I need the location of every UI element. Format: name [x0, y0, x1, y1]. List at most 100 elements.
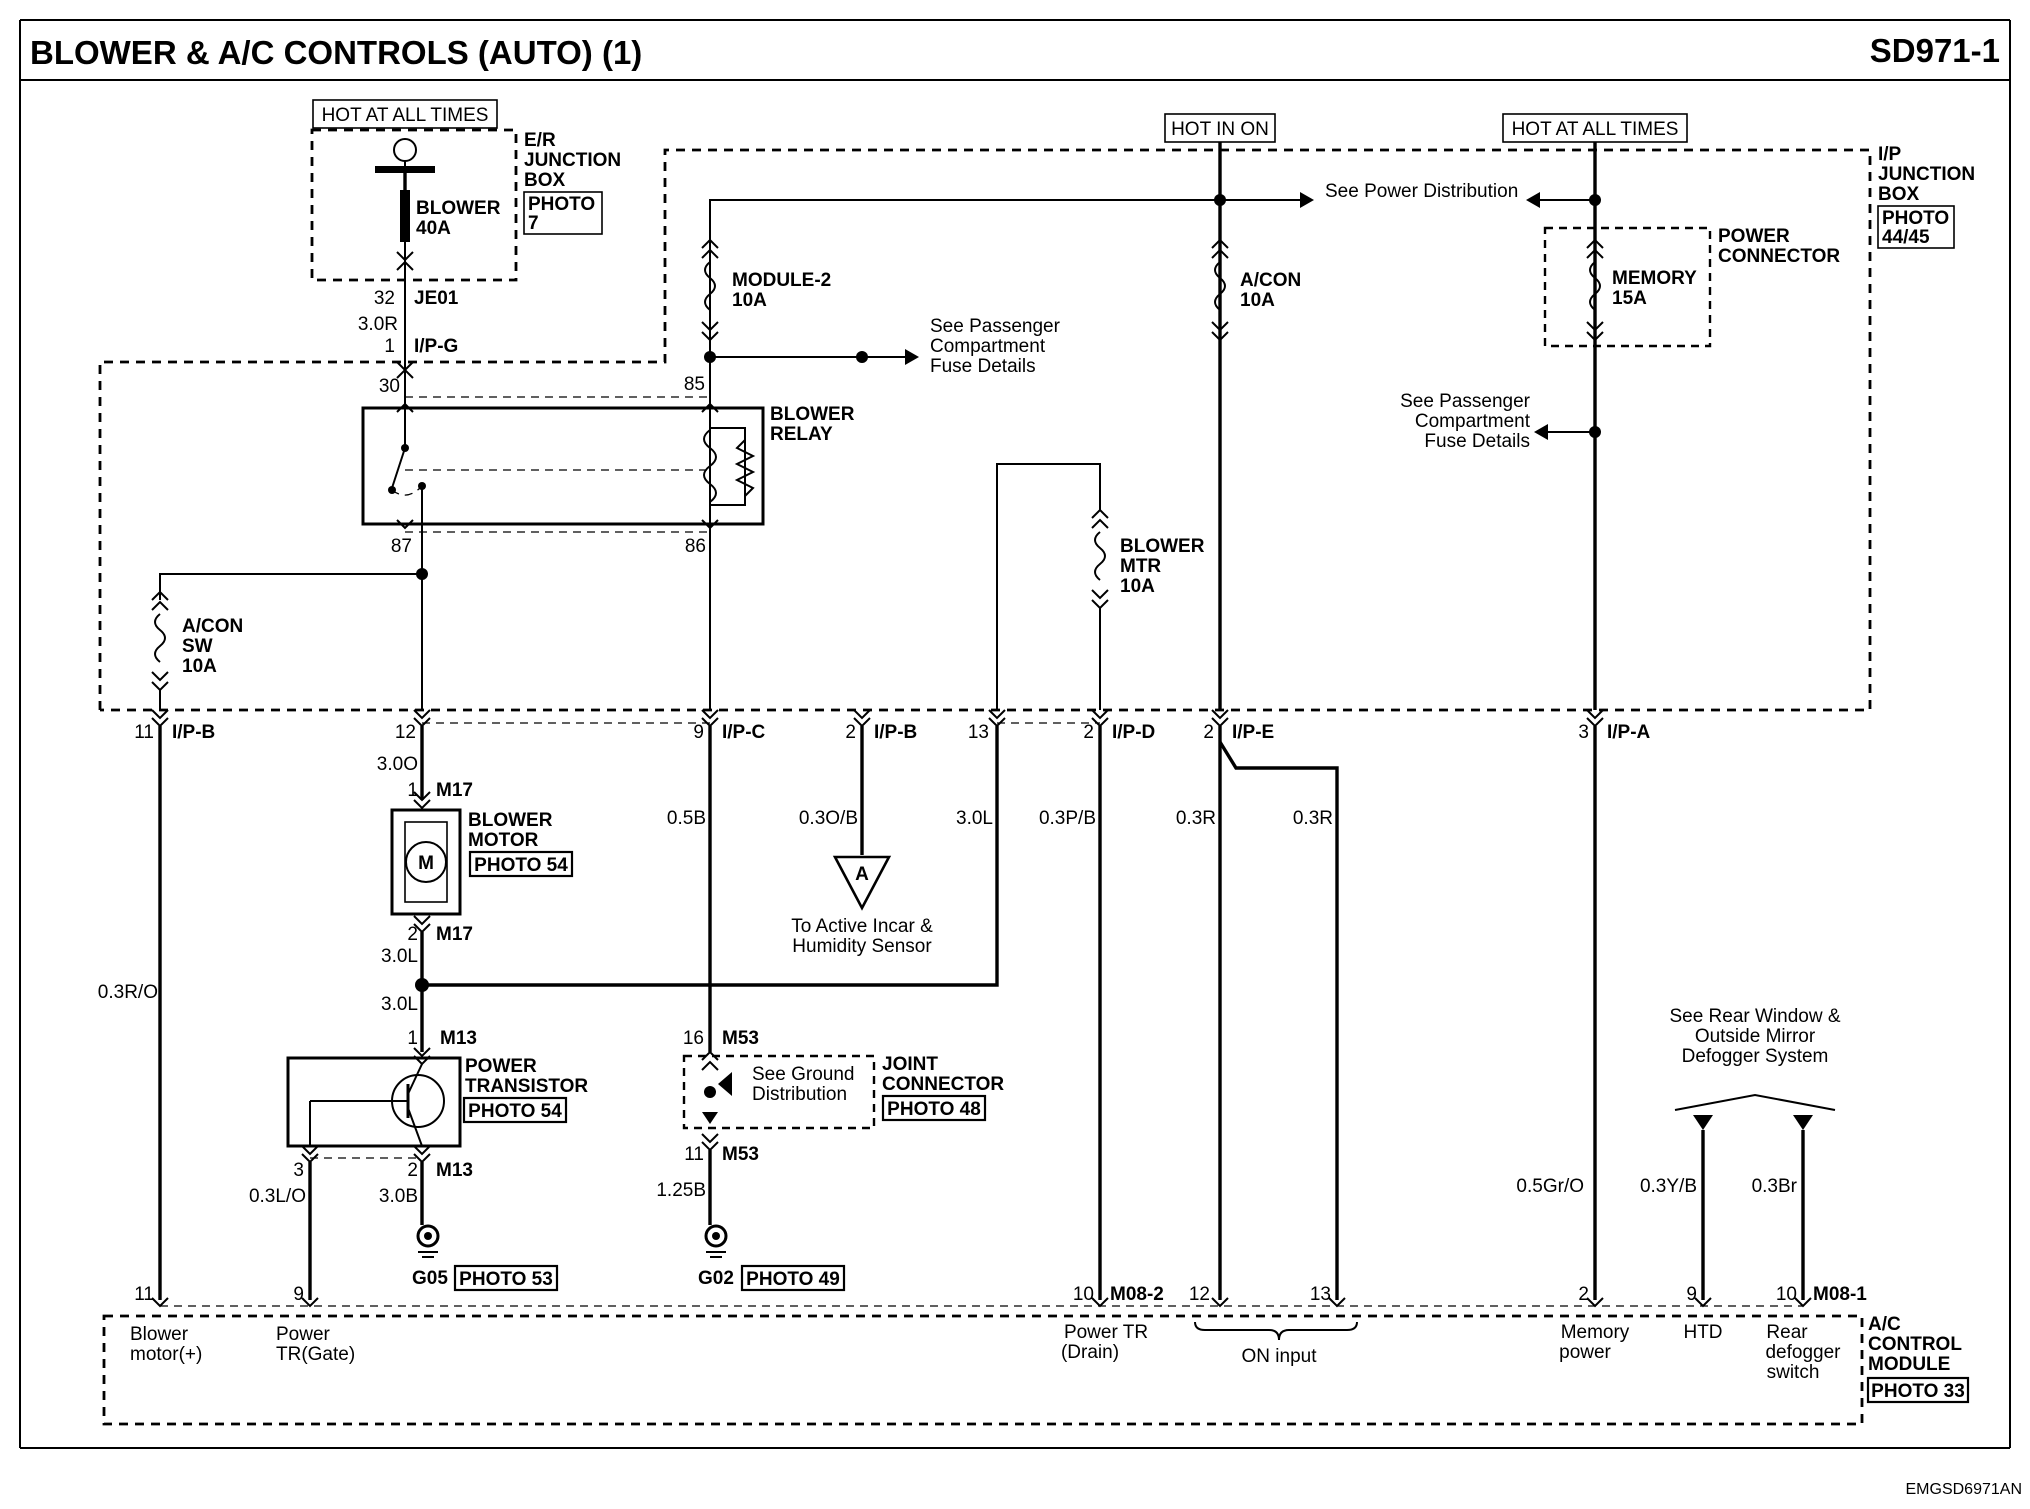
blower-40a-fuse-icon — [400, 190, 410, 242]
g05-photo: PHOTO 53 — [459, 1269, 553, 1290]
hot-at-all-times-right: HOT AT ALL TIMES — [1512, 119, 1679, 140]
relay-pin-86: 86 — [685, 536, 706, 557]
acon-label1: A/CON — [1240, 270, 1301, 291]
module-label-ptr1: Power — [276, 1324, 331, 1345]
m13-pin-1: 1 — [407, 1028, 418, 1049]
er-junction-label3: BOX — [524, 170, 566, 191]
ip-pin-13: 13 — [968, 722, 989, 743]
arrow-left-icon — [1526, 192, 1540, 208]
m13-conn-1: M13 — [440, 1028, 477, 1049]
ip-e-conn: I/P-E — [1232, 722, 1274, 743]
module2-label1: MODULE-2 — [732, 270, 831, 291]
module-pin-11: 11 — [134, 1284, 154, 1305]
diagram-title: BLOWER & A/C CONTROLS (AUTO) (1) — [30, 34, 642, 71]
acon-sw-label1: A/CON — [182, 616, 243, 637]
motor-m: M — [418, 853, 434, 874]
blower-relay-label2: RELAY — [770, 424, 833, 445]
acon-sw-label3: 10A — [182, 656, 217, 677]
wire-label-3-0b: 3.0B — [379, 1186, 418, 1207]
offpage-a-label: A — [855, 864, 869, 885]
battery-terminal-icon — [393, 138, 417, 162]
relay-pin-85: 85 — [684, 374, 705, 395]
g05-label: G05 — [412, 1268, 448, 1289]
ground-g05-icon — [416, 1224, 440, 1248]
module-pin-9b: 9 — [1686, 1284, 1697, 1305]
joint-photo: PHOTO 48 — [887, 1099, 981, 1120]
module-label-ptrd1: Power TR — [1064, 1322, 1148, 1343]
er-photo-box — [523, 191, 603, 235]
er-fuse-label1: BLOWER — [416, 198, 501, 219]
wire-0-3r-b — [1218, 741, 1339, 1300]
module-label-mem1: Memory — [1561, 1322, 1630, 1343]
module-pin-10a: 10 — [1073, 1284, 1094, 1305]
see-passenger-right-1: See Passenger — [1400, 391, 1531, 412]
see-passenger-right-2: Compartment — [1415, 411, 1531, 432]
m17-conn-2: M17 — [436, 924, 473, 945]
diagram-code: SD971-1 — [1870, 32, 2000, 69]
relay-resistor-icon — [734, 439, 756, 497]
er-photo2: 7 — [528, 213, 539, 234]
hot-at-all-times-right-box — [1502, 113, 1688, 143]
ip-junction-label1: I/P — [1878, 144, 1902, 165]
memory-label2: 15A — [1612, 288, 1647, 309]
m17-conn-1: M17 — [436, 780, 473, 801]
ac-module-label1: A/C — [1868, 1314, 1901, 1335]
module-pin-10b: 10 — [1776, 1284, 1797, 1305]
ac-module-photo: PHOTO 33 — [1871, 1381, 1965, 1402]
power-transistor-box — [286, 1056, 462, 1148]
see-passenger-left-1: See Passenger — [930, 316, 1061, 337]
ac-module-label2: CONTROL — [1868, 1334, 1962, 1355]
ground-g02-icon — [704, 1224, 728, 1248]
module-label-mem2: power — [1559, 1342, 1611, 1363]
on-input-bracket — [1194, 1321, 1358, 1341]
offpage-a-triangle-icon — [832, 855, 892, 911]
je01-pin: 32 — [374, 288, 395, 309]
wire-label-0-3r-o: 0.3R/O — [98, 982, 158, 1003]
see-rear-1: See Rear Window & — [1669, 1006, 1840, 1027]
module-label-htd: HTD — [1683, 1322, 1722, 1343]
arrow-left-icon — [1534, 424, 1548, 440]
hot-in-on: HOT IN ON — [1171, 119, 1269, 140]
wire-label-0-3br: 0.3Br — [1752, 1176, 1798, 1197]
see-rear-2: Outside Mirror — [1695, 1026, 1816, 1047]
m53-pin-16: 16 — [683, 1028, 704, 1049]
memory-label1: MEMORY — [1612, 268, 1697, 289]
ip-pin-3: 3 — [1578, 722, 1589, 743]
wire-label-1-25b: 1.25B — [656, 1180, 706, 1201]
to-active-1: To Active Incar & — [791, 916, 933, 937]
wire-label-0-3r-b: 0.3R — [1293, 808, 1333, 829]
ip-pin-9: 9 — [693, 722, 704, 743]
hot-at-all-times-left: HOT AT ALL TIMES — [322, 105, 489, 126]
to-active-2: Humidity Sensor — [792, 936, 932, 957]
motor-icon — [405, 841, 447, 883]
memory-fuse-icon — [1589, 261, 1601, 311]
blower-relay-box — [361, 406, 765, 526]
transistor-label1: POWER — [465, 1056, 537, 1077]
module-pin-2: 2 — [1578, 1284, 1589, 1305]
joint-connector-box — [682, 1054, 876, 1130]
joint-label2: CONNECTOR — [882, 1074, 1004, 1095]
module-label-on-input: ON input — [1242, 1346, 1318, 1367]
relay-pin-30: 30 — [379, 376, 400, 397]
power-connector-box — [1543, 226, 1712, 348]
ip-photo-box — [1877, 205, 1955, 249]
module-label-ptr2: TR(Gate) — [276, 1344, 355, 1365]
wire-label-3-0l-c: 3.0L — [381, 994, 418, 1015]
transistor-photo: PHOTO 54 — [468, 1101, 562, 1122]
ip-junction-label3: BOX — [1878, 184, 1920, 205]
ip-c-conn: I/P-C — [722, 722, 766, 743]
blower-motor-label2: MOTOR — [468, 830, 539, 851]
wire-label-0-3r-a: 0.3R — [1176, 808, 1216, 829]
ipg-conn: I/P-G — [414, 336, 458, 357]
m13-pin-2: 2 — [407, 1160, 418, 1181]
er-junction-label2: JUNCTION — [524, 150, 621, 171]
arrow-left-icon — [718, 1072, 732, 1096]
je01-conn: JE01 — [414, 288, 459, 309]
see-passenger-left-2: Compartment — [930, 336, 1046, 357]
module-pin-9: 9 — [293, 1284, 304, 1305]
ip-a-conn: I/P-A — [1607, 722, 1651, 743]
wire-label-3-0l-a: 3.0L — [956, 808, 993, 829]
er-photo1: PHOTO — [528, 194, 595, 215]
see-ground-2: Distribution — [752, 1084, 847, 1105]
